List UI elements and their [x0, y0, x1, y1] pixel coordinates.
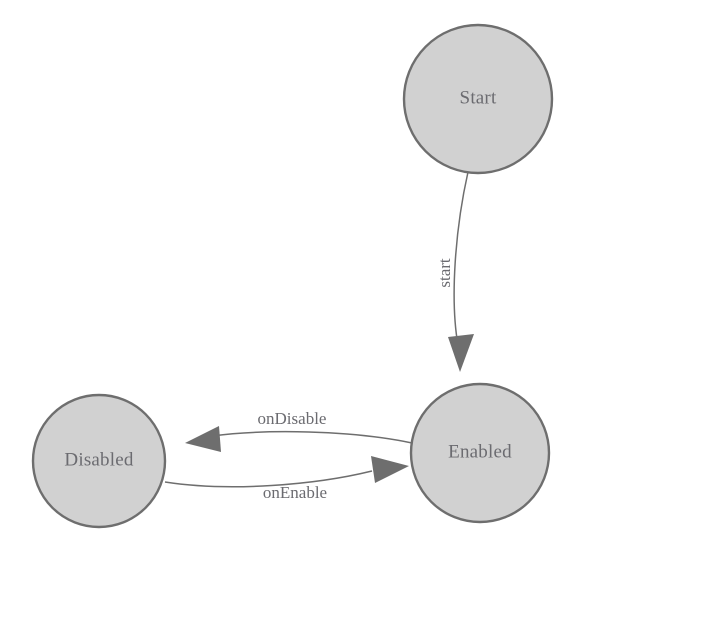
- edge-start-to-enabled[interactable]: start: [435, 171, 474, 372]
- node-enabled-label: Enabled: [448, 441, 512, 462]
- edge-disabled-to-enabled-path: [164, 470, 373, 488]
- edge-start-to-enabled-arrowhead: [448, 334, 474, 372]
- edge-disabled-to-enabled[interactable]: onEnable: [164, 456, 409, 502]
- edge-enabled-to-disabled-path: [211, 430, 413, 444]
- node-start-label: Start: [460, 87, 497, 108]
- node-disabled-label: Disabled: [64, 449, 133, 470]
- node-start-circle: [402, 23, 554, 175]
- edge-label-onenable: onEnable: [263, 483, 327, 502]
- edge-disabled-to-enabled-arrowhead: [371, 456, 409, 483]
- edge-label-start: start: [435, 258, 454, 288]
- node-enabled[interactable]: Enabled: [409, 382, 551, 524]
- edge-label-ondisable: onDisable: [258, 409, 327, 428]
- edge-enabled-to-disabled-arrowhead: [185, 426, 221, 452]
- node-enabled-circle: [409, 382, 551, 524]
- node-start[interactable]: Start: [402, 23, 554, 175]
- edge-start-to-enabled-path: [453, 171, 469, 346]
- node-disabled-circle: [31, 393, 167, 529]
- node-disabled[interactable]: Disabled: [31, 393, 167, 529]
- edge-enabled-to-disabled[interactable]: onDisable: [185, 409, 413, 452]
